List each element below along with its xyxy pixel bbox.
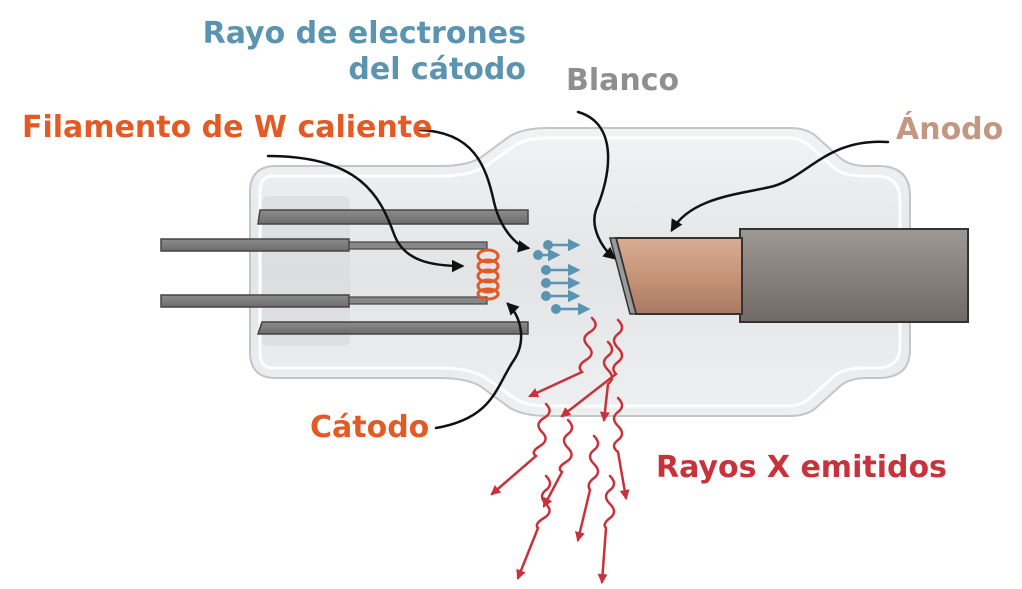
electron [551, 302, 591, 316]
electron [533, 248, 561, 262]
xray-wave [516, 474, 552, 580]
xray-wave [597, 474, 616, 584]
xray-wave [528, 316, 597, 398]
electron-beam-label: Rayo de electrones del cátodo [203, 16, 526, 88]
electron [543, 238, 581, 252]
anode-pointer [670, 140, 890, 233]
pointer-arrow-icon [266, 110, 890, 430]
electron [541, 276, 581, 290]
electron-beam-icon [533, 238, 591, 316]
anode-label: Ánodo [896, 112, 1004, 147]
anode-target-icon [609, 228, 969, 323]
electron [541, 263, 581, 277]
filament-coil-icon [476, 248, 500, 301]
xray-wave [599, 340, 614, 422]
electron-beam-label-line2: del cátodo [348, 52, 526, 87]
cathode-electrode-icon [160, 209, 529, 335]
xray-wave [560, 318, 624, 418]
xray-wave [612, 396, 630, 500]
electron [541, 289, 581, 303]
xray-wave [490, 402, 551, 496]
cathode-pointer [434, 302, 523, 430]
electron-beam-label-line1: Rayo de electrones [202, 16, 526, 51]
target-pointer [576, 110, 616, 260]
cathode-label: Cátodo [310, 410, 430, 445]
target-label: Blanco [566, 63, 680, 98]
xrays-label: Rayos X emitidos [656, 450, 947, 485]
electron-beam-pointer [418, 128, 531, 253]
xray-wave [542, 418, 574, 508]
xray-wave-icon [490, 316, 630, 584]
filament-label: Filamento de W caliente [22, 110, 433, 145]
xray-wave [575, 434, 600, 542]
filament-pointer [266, 154, 465, 273]
